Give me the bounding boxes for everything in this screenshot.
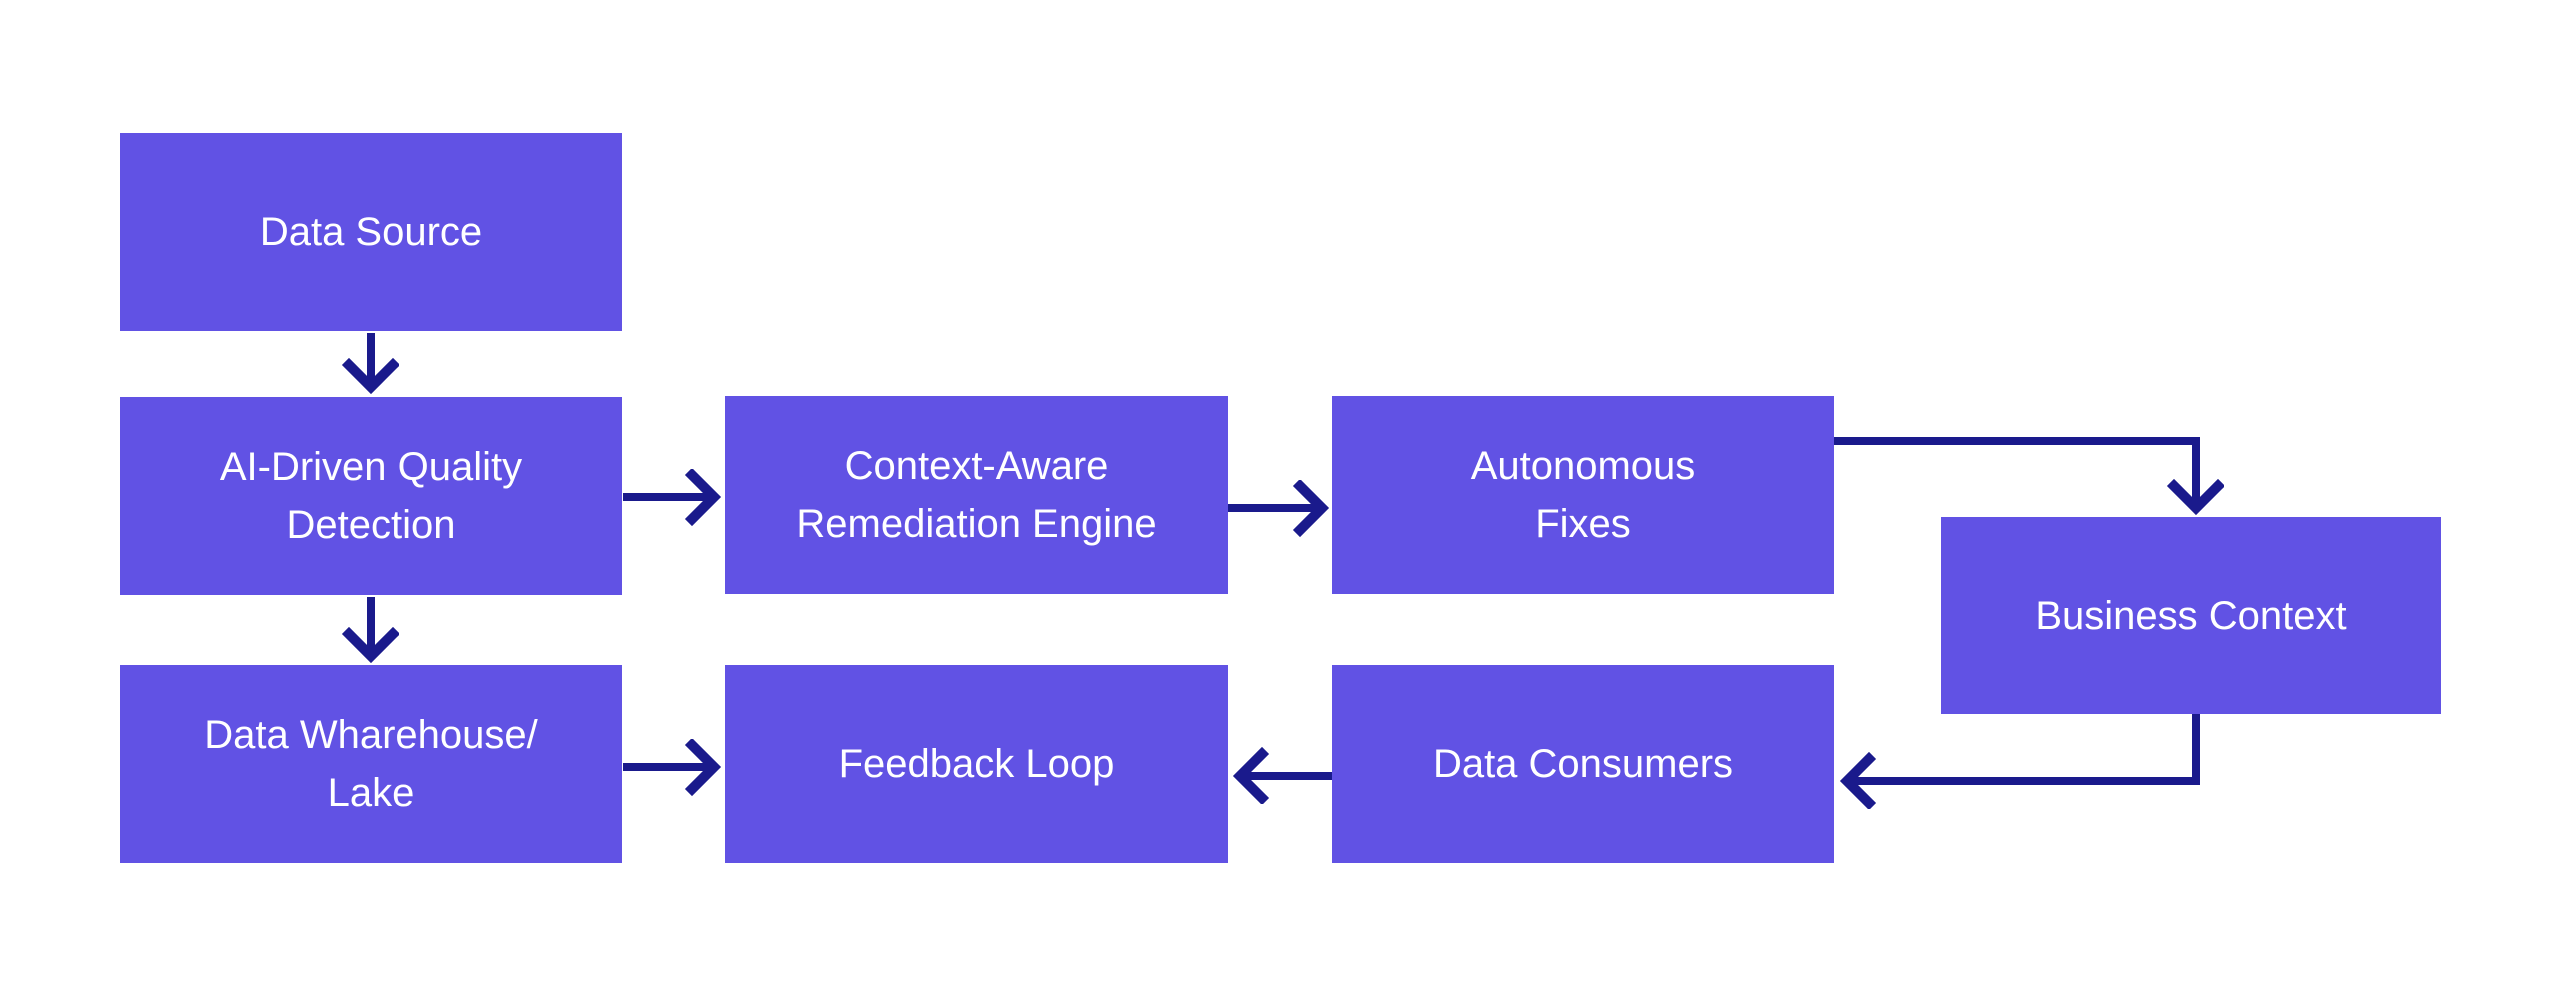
edge-business-context-to-data-consumers: [1847, 714, 2200, 781]
node-ai-driven-quality-detection: AI-Driven Quality Detection: [120, 397, 622, 595]
node-data-consumers-label: Data Consumers: [1432, 742, 1734, 786]
node-data-warehouse-lake: Data Wharehouse/ Lake: [120, 665, 622, 863]
node-data-warehouse-lake-label: Data Wharehouse/ Lake: [204, 713, 538, 815]
node-autonomous-fixes: Autonomous Fixes: [1332, 396, 1834, 594]
node-context-aware-remediation-engine: Context-Aware Remediation Engine: [725, 396, 1228, 594]
node-data-consumers: Data Consumers: [1332, 665, 1834, 863]
node-ai-driven-quality-detection-label: AI-Driven Quality Detection: [219, 445, 523, 547]
node-autonomous-fixes-label: Autonomous Fixes: [1470, 444, 1696, 546]
node-context-aware-remediation-engine-label: Context-Aware Remediation Engine: [796, 444, 1157, 546]
node-business-context-label: Business Context: [2035, 593, 2347, 638]
node-feedback-loop: Feedback Loop: [725, 665, 1228, 863]
node-data-source-label: Data Source: [259, 210, 483, 254]
node-data-source: Data Source: [120, 133, 622, 331]
node-feedback-loop-label: Feedback Loop: [838, 742, 1115, 786]
node-business-context: Business Context: [1941, 517, 2441, 714]
edge-autonomous-fixes-to-business-context: [1834, 437, 2196, 508]
